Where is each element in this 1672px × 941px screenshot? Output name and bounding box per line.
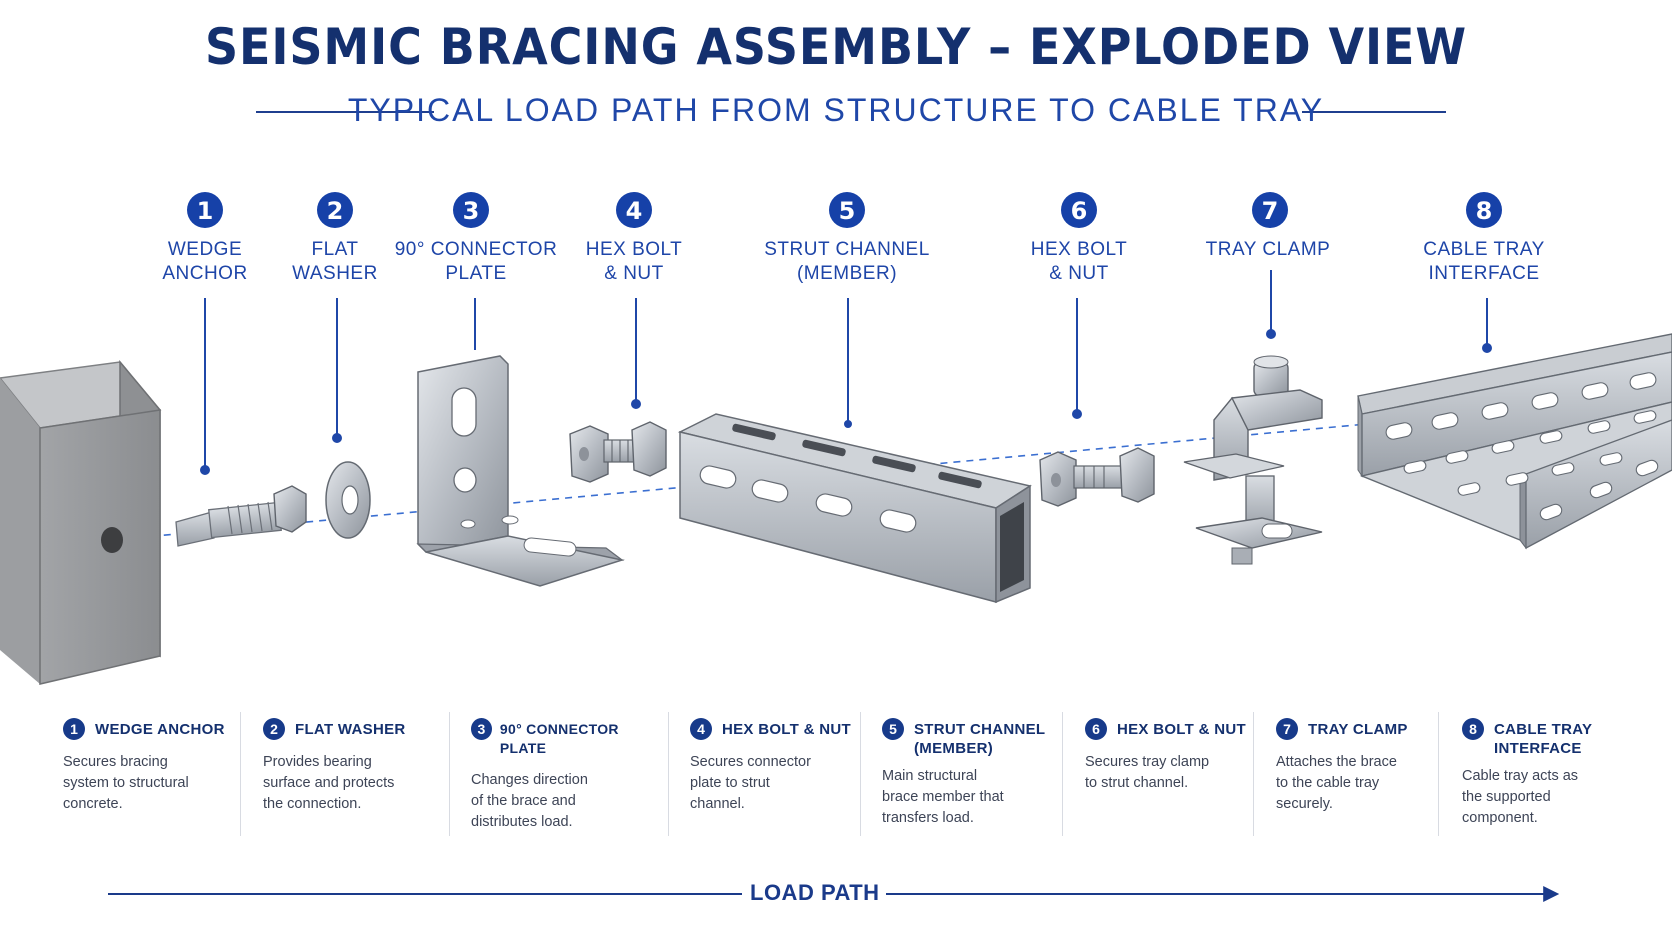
callout-label-5: STRUT CHANNEL(MEMBER)	[764, 239, 930, 284]
callout-badge-number: 8	[1476, 197, 1493, 225]
callout-badge-number: 5	[839, 197, 856, 225]
page-title: SEISMIC BRACING ASSEMBLY – EXPLODED VIEW	[204, 18, 1468, 76]
callout-leaders	[200, 270, 1492, 475]
callout-badge-number: 6	[1071, 197, 1088, 225]
legend-divider	[1062, 712, 1063, 836]
wedge-anchor-part	[175, 485, 307, 547]
callout-badge-number: 1	[197, 197, 214, 225]
callout-label-6: HEX BOLT& NUT	[1030, 239, 1128, 284]
page-subtitle: TYPICAL LOAD PATH FROM STRUCTURE TO CABL…	[347, 92, 1325, 128]
callout-badge-number: 2	[327, 197, 344, 225]
callout-badge-6	[1061, 192, 1097, 228]
strut-channel-part	[677, 413, 1032, 604]
concrete-block	[0, 359, 162, 685]
hex-bolt-nut-4-part	[569, 421, 667, 483]
legend-badge: 7	[1276, 718, 1298, 740]
callout-label-4: HEX BOLT& NUT	[585, 239, 683, 284]
legend-divider	[449, 712, 450, 836]
callout-label-7: TRAY CLAMP	[1205, 239, 1331, 260]
legend-badge: 4	[690, 718, 712, 740]
legend-divider	[860, 712, 861, 836]
legend-badge: 3	[471, 718, 492, 740]
hex-bolt-nut-6-part	[1039, 447, 1155, 507]
callout-badge-3	[453, 192, 489, 228]
load-path-label: LOAD PATH	[750, 880, 880, 905]
callout-badge-7	[1252, 192, 1288, 228]
legend-divider	[668, 712, 669, 836]
subtitle-rule-right	[1302, 111, 1446, 113]
legend-badge: 2	[263, 718, 285, 740]
connector-plate-part	[416, 355, 625, 587]
callout-badges: 1 2 3 4 5 6 7 8	[187, 192, 1502, 228]
flat-washer-part	[325, 461, 371, 539]
legend-badge: 1	[63, 718, 85, 740]
callout-badge-1	[187, 192, 223, 228]
callout-badge-5	[829, 192, 865, 228]
cable-tray-part	[1357, 333, 1672, 550]
callout-badge-number: 7	[1262, 197, 1279, 225]
subtitle-rule-left	[256, 111, 434, 113]
legend-divider	[1253, 712, 1254, 836]
legend-badge: 5	[882, 718, 904, 740]
callout-badge-number: 4	[626, 197, 643, 225]
legend-badge: 6	[1085, 718, 1107, 740]
callout-badge-8	[1466, 192, 1502, 228]
legend-divider	[240, 712, 241, 836]
tray-clamp-part	[1183, 355, 1323, 565]
callout-badge-4	[616, 192, 652, 228]
legend-divider	[1438, 712, 1439, 836]
legend-badge: 8	[1462, 718, 1484, 740]
callout-badge-number: 3	[463, 197, 480, 225]
callout-badge-2	[317, 192, 353, 228]
